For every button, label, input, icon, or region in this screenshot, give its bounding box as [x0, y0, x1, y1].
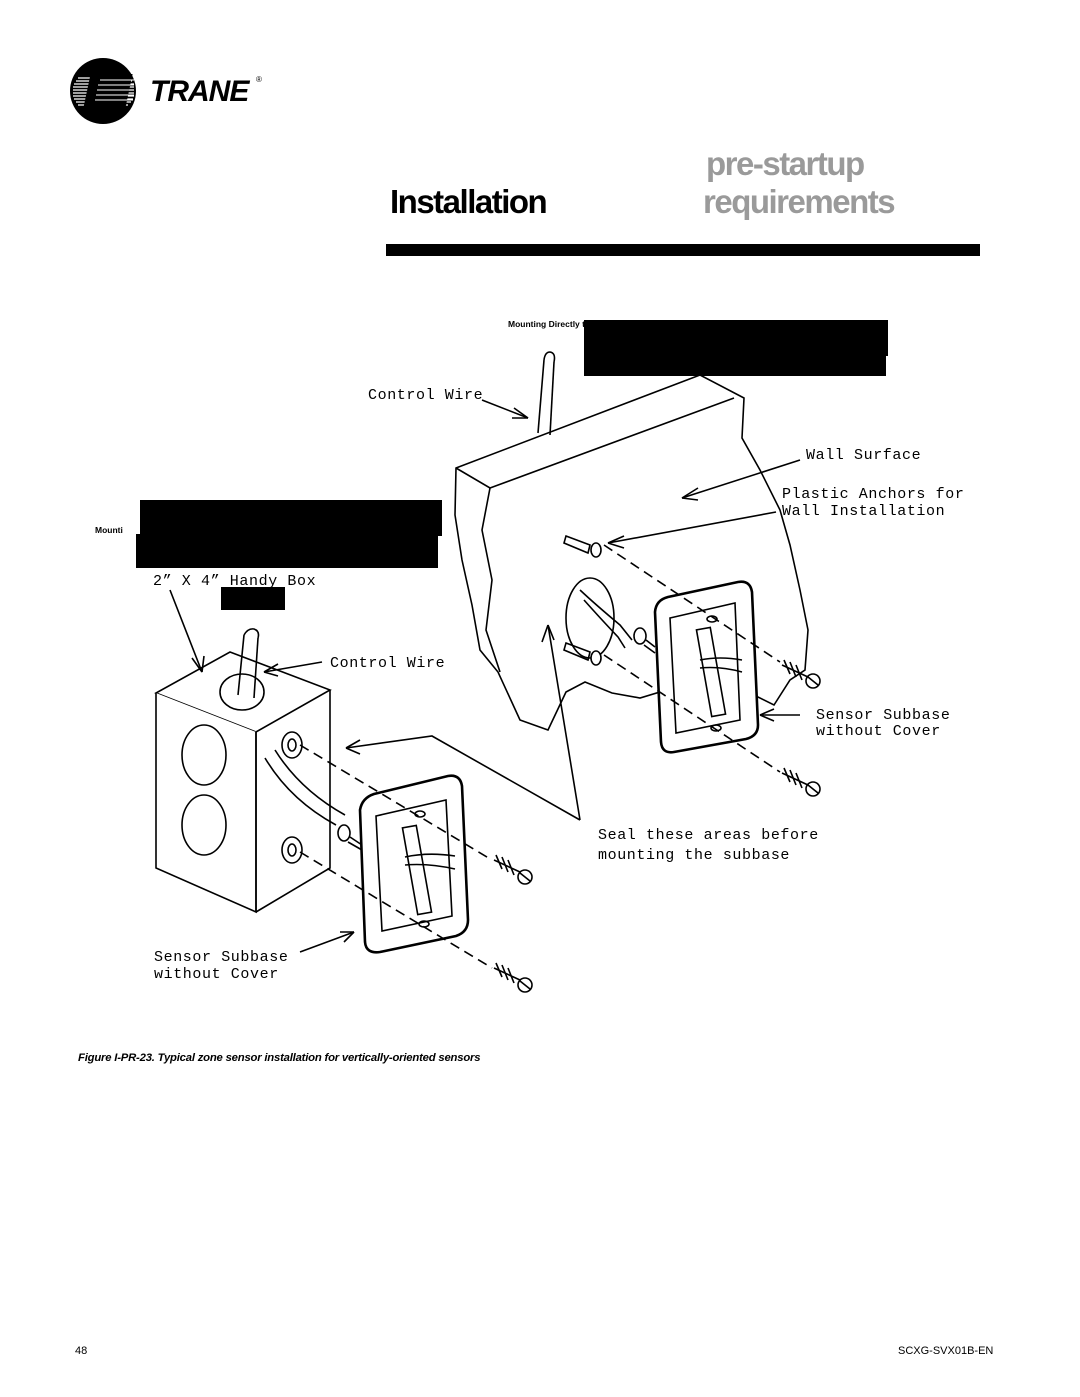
label-subbase-left-2: without Cover [154, 966, 279, 983]
label-control-wire-box: Control Wire [330, 655, 445, 672]
wire-end-right [633, 627, 656, 654]
plastic-anchor-2 [563, 641, 602, 666]
alignment-lines-left [299, 744, 493, 969]
handy-box [154, 651, 332, 914]
screw-left-1 [493, 854, 533, 885]
screw-right-1 [781, 659, 821, 689]
alignment-lines-right [603, 544, 781, 773]
box-mounting-ears [281, 731, 303, 864]
label-plastic-anchors-1: Plastic Anchors for [782, 486, 964, 503]
header-rule [386, 244, 980, 256]
trane-logo-icon [70, 58, 136, 124]
wall-hole [565, 577, 633, 659]
label-seal-2: mounting the subbase [598, 847, 790, 864]
label-subbase-left-1: Sensor Subbase [154, 949, 288, 966]
page-number: 48 [75, 1345, 88, 1357]
label-subbase-right-2: without Cover [816, 723, 941, 740]
label-wall-surface: Wall Surface [806, 447, 921, 464]
wire-end-left [337, 824, 363, 851]
label-mounting-wall: Mounting Directly to the Wall [508, 319, 625, 329]
section-title: Installation [390, 183, 548, 220]
label-handy-box: 2” X 4” Handy Box [153, 573, 316, 590]
label-seal-1: Seal these areas before [598, 827, 819, 844]
topic-title-line-1: pre-startup [706, 145, 865, 182]
label-plastic-anchors-2: Wall Installation [782, 503, 945, 520]
control-wire-top [537, 351, 556, 436]
document-id: SCXG-SVX01B-EN [898, 1345, 994, 1357]
leader-lines [169, 399, 801, 953]
control-wire-box [237, 628, 346, 826]
registered-mark: ® [256, 75, 262, 84]
redaction-blocks [136, 320, 888, 610]
installation-diagram: Control Wire Wall Surface Plastic Anchor… [95, 319, 964, 993]
brand-wordmark: TRANE [150, 75, 250, 108]
plastic-anchor-1 [563, 534, 602, 558]
sensor-subbase-right [653, 580, 760, 754]
trane-logo: TRANE ® [70, 58, 262, 124]
sensor-subbase-left [358, 774, 470, 954]
screw-left-2 [493, 962, 533, 993]
screw-right-2 [781, 767, 821, 797]
topic-title-line-2: requirements [703, 183, 896, 220]
figure-caption: Figure I-PR-23. Typical zone sensor inst… [78, 1052, 481, 1064]
label-subbase-right-1: Sensor Subbase [816, 707, 950, 724]
label-control-wire-top: Control Wire [368, 387, 483, 404]
label-mounting-box: Mounti [95, 525, 123, 535]
